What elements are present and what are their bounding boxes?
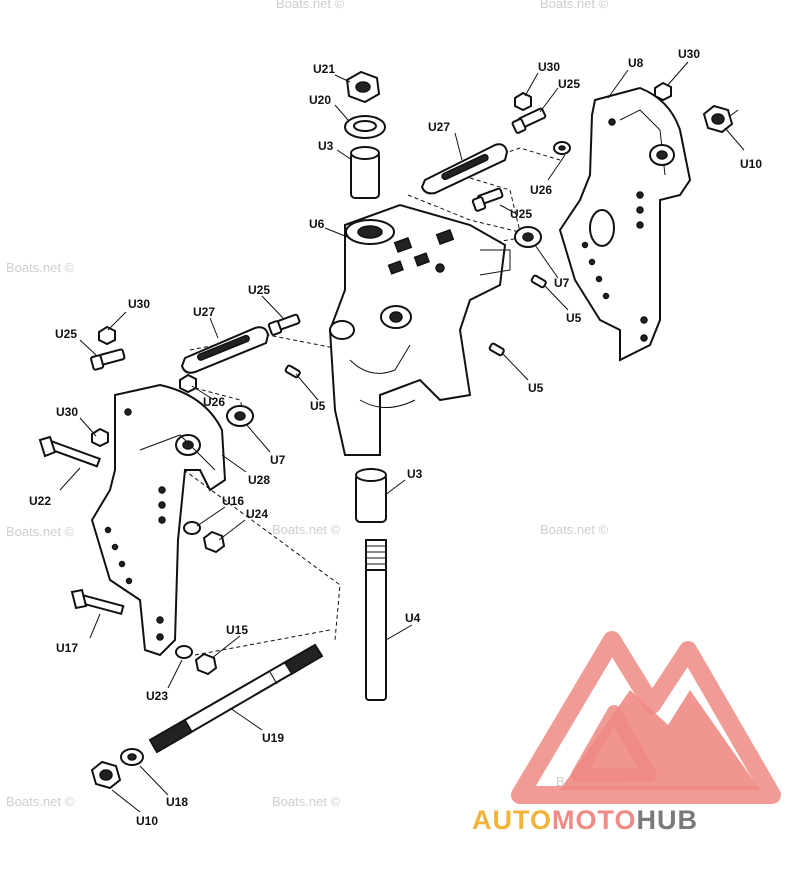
logo-text-hub: HUB [637,805,699,835]
washer-u26-top [553,141,571,155]
label-u7-left: U7 [270,453,286,467]
label-u19: U19 [262,731,284,745]
label-u30-left: U30 [128,297,150,311]
logo-text: AUTOMOTOHUB [472,805,698,835]
label-u27-left: U27 [193,305,215,319]
clamp-bracket-u28 [90,383,227,657]
label-u4: U4 [405,611,421,625]
logo-text-auto: AUTO [472,805,552,835]
nut-u30-tr [654,81,672,102]
tube-u4 [365,539,387,701]
bolt-u17 [70,588,125,616]
label-u30-tr: U30 [678,47,700,61]
watermark: Boats.net © [540,522,609,537]
leader-lines [59,61,745,813]
label-u10-bottom: U10 [136,814,158,828]
nut-u30-left [98,325,116,346]
watermark: Boats.net © [272,794,341,809]
label-u6: U6 [309,217,325,231]
watermark: Boats.net © [540,0,609,11]
label-u22: U22 [29,494,51,508]
label-u5-right: U5 [566,311,582,325]
watermark: Boats.net © [272,522,341,537]
label-u17: U17 [56,641,78,655]
nut-u21 [345,70,381,104]
logo-triangle-outer [511,631,781,804]
nut-u26-left [179,373,197,394]
label-u28: U28 [248,473,270,487]
logo-text-moto: MOTO [552,805,637,835]
tilt-tube-u19 [148,643,324,754]
nut-u10-tr [702,104,734,134]
label-u21: U21 [313,62,335,76]
bushing-u3-bottom [355,468,387,523]
label-u8: U8 [628,56,644,70]
bolt-u25-left [90,348,126,371]
logo-triangle-inner [571,705,657,782]
label-u30-l2: U30 [56,405,78,419]
label-u7-right: U7 [554,276,570,290]
nut-u30-top [514,91,532,112]
link-u27-top [420,143,509,195]
label-u26-top: U26 [530,183,552,197]
label-u25-top: U25 [558,77,580,91]
nut-u10-bottom [90,760,122,790]
washer-u18 [120,748,144,766]
automotohub-logo: AUTOMOTOHUB [472,625,781,835]
link-u27-left [180,326,270,374]
label-u15: U15 [226,623,248,637]
bolt-u25-mid [471,187,504,212]
label-u5-left: U5 [310,399,326,413]
label-u20: U20 [309,93,331,107]
grease-fitting-u5-right [530,274,547,289]
swivel-bracket-u6 [328,203,511,456]
label-u30-top: U30 [538,60,560,74]
label-u3-bottom: U3 [407,467,423,481]
bolt-u25-lm [267,313,301,336]
washer-u16 [183,521,201,535]
bolt-u22 [38,435,101,468]
clamp-bracket-u8 [558,86,692,362]
label-u27-top: U27 [428,120,450,134]
label-u10-tr: U10 [740,157,762,171]
washer-u7-left [226,405,254,427]
washer-u20 [344,115,386,139]
logo-triangle [560,625,760,790]
label-u18: U18 [166,795,188,809]
bolt-u25-top [511,107,547,134]
watermark: Boats.net © [6,794,75,809]
label-u25-mid: U25 [510,207,532,221]
label-u5-lower: U5 [528,381,544,395]
label-u16: U16 [222,494,244,508]
label-u24: U24 [246,507,268,521]
label-u26-left: U26 [203,395,225,409]
label-u25-left: U25 [55,327,77,341]
label-u25-lm: U25 [248,283,270,297]
label-u3-top: U3 [318,139,334,153]
nut-u30-l2 [91,427,109,448]
nut-u15 [194,652,218,676]
part-labels: U21 U20 U3 U6 U30 U25 U8 U30 U27 U10 U26… [29,47,762,828]
watermark: Boats.net © [276,0,345,11]
washer-u23 [175,645,193,659]
nut-u24 [202,530,226,554]
washer-u7-right [514,226,542,248]
watermark: Boats.net © [6,260,75,275]
grease-fitting-u5-lower [488,342,505,357]
watermark: Boats.net © [6,524,75,539]
label-u23: U23 [146,689,168,703]
bushing-u3-top [350,146,380,199]
